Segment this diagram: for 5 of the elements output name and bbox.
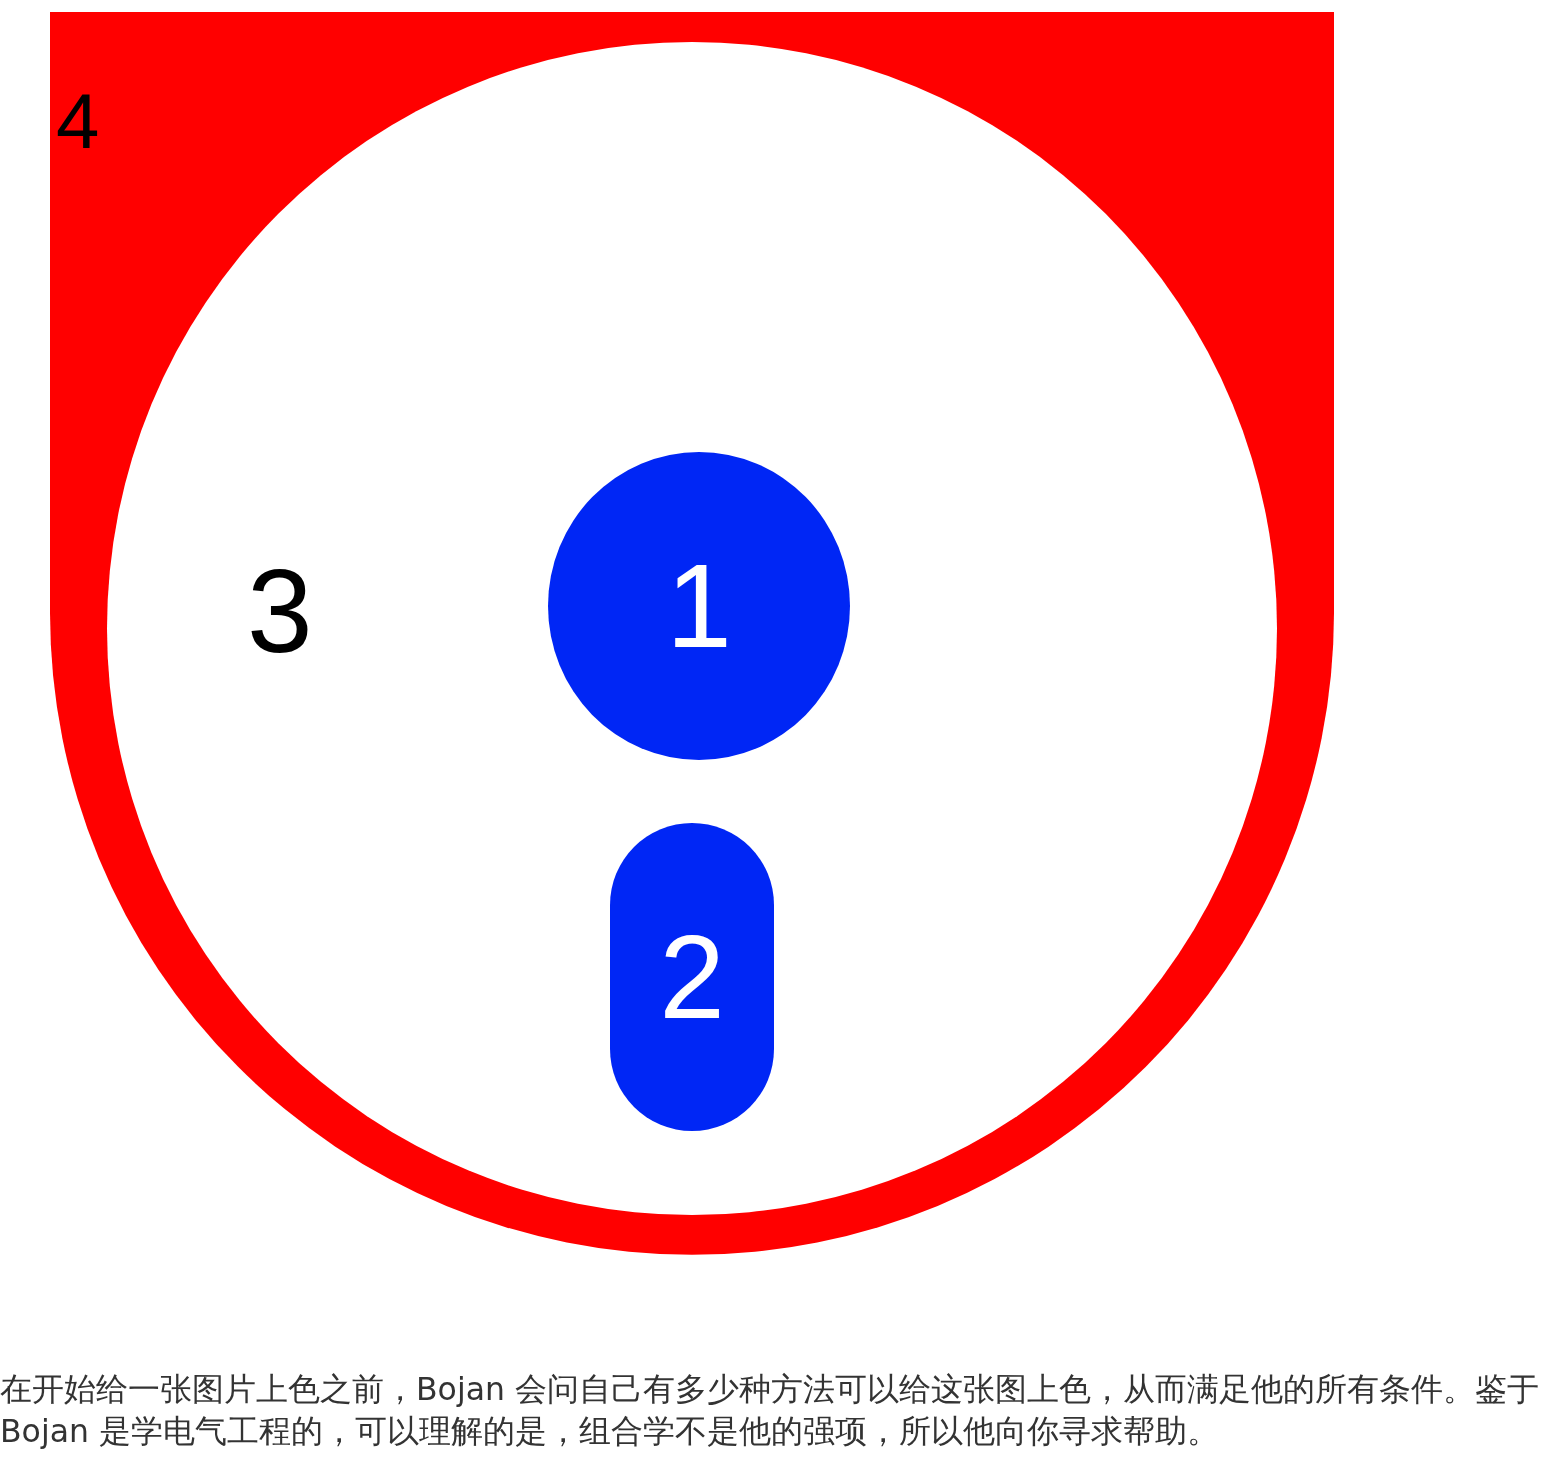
region-number: 2 xyxy=(659,918,725,1036)
caption: 在开始给一张图片上色之前，Bojan 会问自己有多少种方法可以给这张图上色，从而满足他的所有条件。鉴于 Bojan 是学电气工程的，可以理解的是，组合学不是他的强项，所以他向你寻求帮助。 xyxy=(0,1370,1540,1451)
region-number: 1 xyxy=(666,547,732,665)
region-number: 4 xyxy=(56,82,100,160)
region-number: 3 xyxy=(247,552,313,670)
